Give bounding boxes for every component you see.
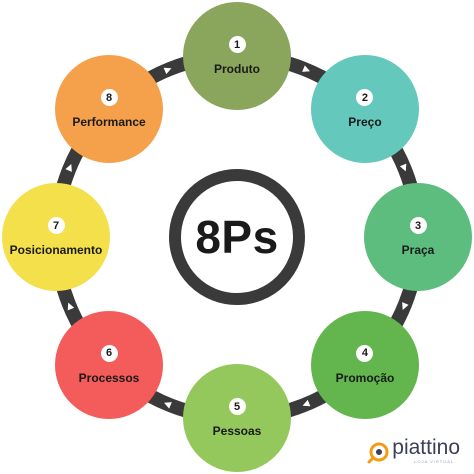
node-label: Promoção [335,370,395,385]
direction-arrow-icon [163,67,172,75]
step-number-badge: 8 [100,89,118,106]
step-number-badge: 4 [356,344,374,362]
node-processos: 6 Processos [55,310,163,419]
node-label: Pessoas [212,424,262,438]
node-preco: 2 Preço [310,55,419,163]
direction-arrow-icon [65,164,72,172]
center-circle: 8Ps [169,169,305,305]
node-produto: 1 Produto [183,2,291,110]
node-posicionamento: 7 Posicionamento [2,183,110,291]
node-label: Processos [78,370,140,385]
direction-arrow-icon [67,302,75,311]
node-label: Produto [214,62,260,76]
center-title: 8Ps [195,211,279,263]
magnifier-logo-icon [367,442,389,464]
node-label: Praça [401,243,435,257]
direction-arrow-icon [302,399,311,407]
step-number-badge: 1 [228,36,246,53]
brand-logo: piattino LOJA VIRTUAL [367,437,460,464]
step-number-badge: 7 [47,217,65,234]
node-label: Performance [72,115,146,129]
node-performance: 8 Performance [55,55,163,163]
direction-arrow-icon [302,65,310,72]
cycle-arrows [65,65,409,409]
step-number-badge: 6 [100,344,118,362]
node-label: Posicionamento [9,243,103,257]
step-number-badge: 3 [409,217,427,234]
brand-tagline: LOJA VIRTUAL [414,459,454,464]
direction-arrow-icon [402,302,409,310]
brand-name: piattino [392,436,460,459]
node-praca: 3 Praça [364,183,472,291]
step-number-badge: 5 [228,398,246,415]
step-number-badge: 2 [356,89,374,106]
direction-arrow-icon [399,163,407,172]
direction-arrow-icon [164,402,172,409]
node-label: Preço [348,115,382,129]
node-pessoas: 5 Pessoas [183,364,291,472]
node-promocao: 4 Promoção [310,310,419,419]
